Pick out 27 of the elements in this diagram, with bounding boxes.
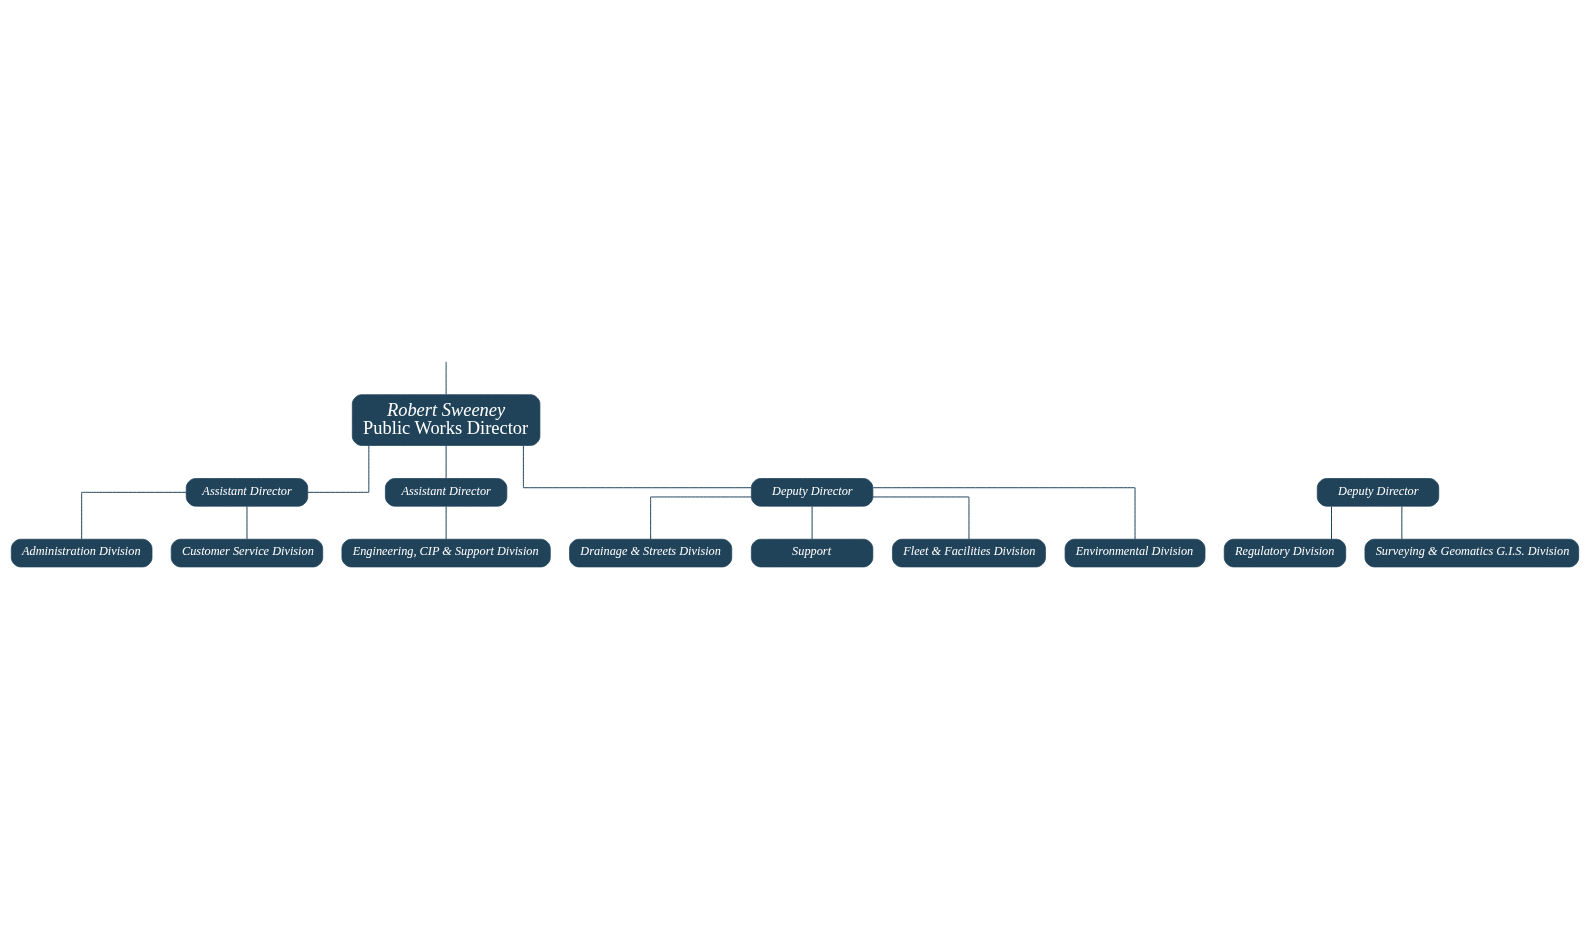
connector	[81, 491, 187, 540]
node-box: Assistant Director	[385, 478, 508, 507]
node-box: Assistant Director	[185, 478, 309, 507]
node-box: Support	[751, 538, 874, 568]
node-box: Regulatory Division	[1223, 538, 1347, 568]
connector	[445, 361, 447, 395]
connector	[445, 505, 447, 540]
connector	[307, 445, 370, 493]
node-box: Drainage & Streets Division	[569, 538, 733, 568]
connector	[650, 496, 752, 540]
connector	[811, 505, 813, 540]
connector	[872, 496, 970, 540]
connector	[1401, 505, 1403, 540]
connector	[872, 487, 1136, 540]
connector	[1331, 505, 1332, 540]
node-box: Robert Sweeney Public Works Director	[351, 394, 541, 446]
node-box: Fleet & Facilities Division	[892, 538, 1046, 568]
connector	[522, 444, 752, 489]
node-box: Environmental Division	[1064, 538, 1206, 568]
node-box: Deputy Director	[751, 478, 874, 507]
node-box: Administration Division	[10, 538, 153, 568]
node-box: Deputy Director	[1316, 478, 1440, 507]
connector	[445, 445, 447, 479]
node-box: Surveying & Geomatics G.I.S. Division	[1364, 538, 1580, 568]
connector	[246, 505, 248, 540]
node-box: Customer Service Division	[170, 538, 324, 568]
node-box: Engineering, CIP & Support Division	[341, 538, 551, 568]
